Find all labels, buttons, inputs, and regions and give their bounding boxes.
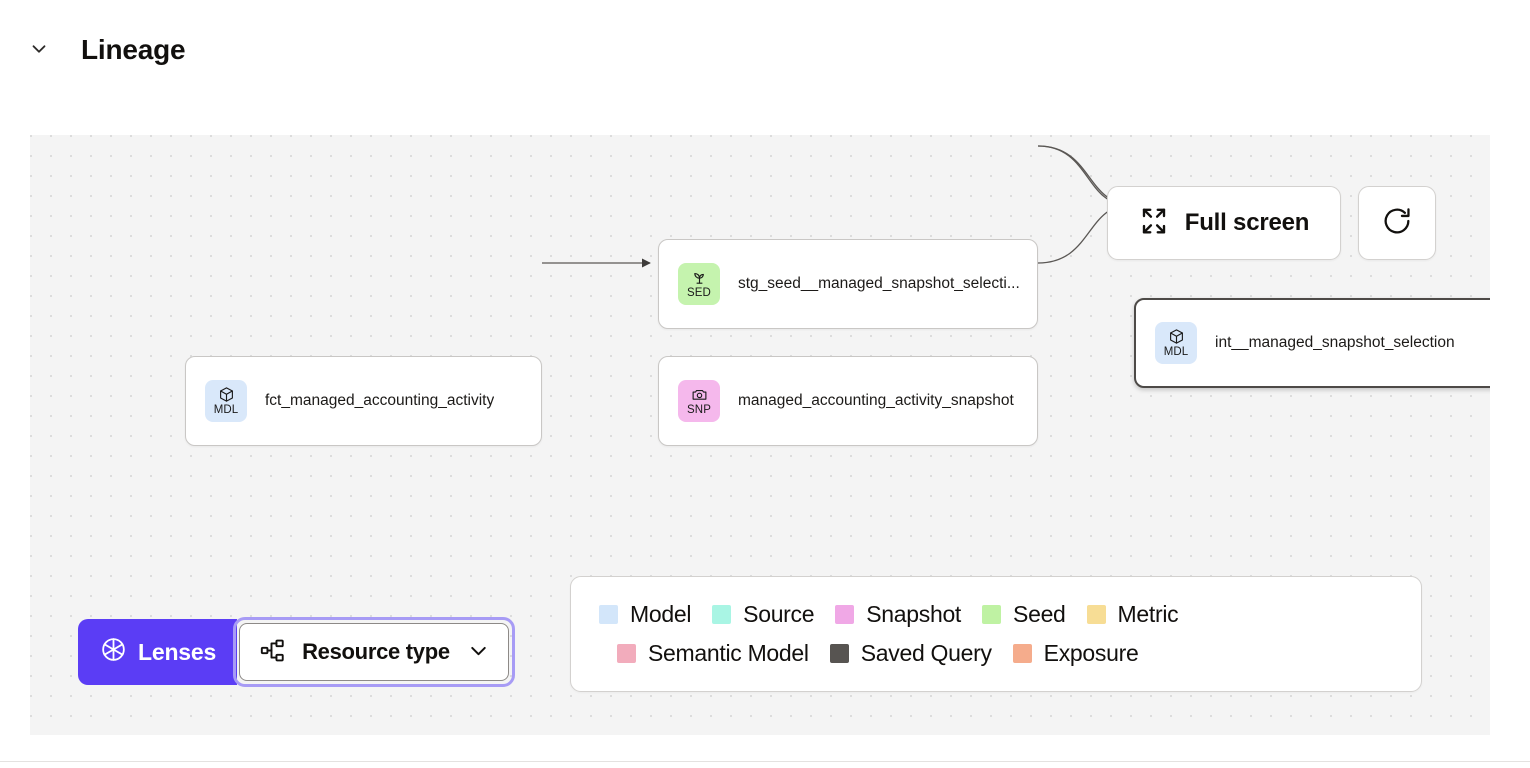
node-label: int__managed_snapshot_selection [1215, 334, 1455, 351]
page-bottom-divider [0, 761, 1530, 762]
chevron-down-icon[interactable] [26, 36, 52, 62]
lenses-label: Lenses [138, 638, 217, 665]
legend-row-1: Model Source Snapshot Seed Metric [571, 595, 1421, 634]
resource-type-label: Resource type [302, 639, 450, 664]
node-label: fct_managed_accounting_activity [265, 392, 495, 409]
legend-swatch-seed [982, 605, 1002, 624]
legend-label: Metric [1117, 601, 1179, 627]
legend-item-semantic-model: Semantic Model [617, 640, 809, 667]
node-label: managed_accounting_activity_snapshot [738, 392, 1014, 409]
canvas-controls: Full screen [1107, 186, 1436, 260]
cube-icon [218, 386, 235, 403]
lineage-canvas[interactable]: Full screen [30, 135, 1490, 735]
lineage-node-managed-accounting-activity-snapshot[interactable]: SNP managed_accounting_activity_snapshot [658, 356, 1038, 446]
legend-row-2: Semantic Model Saved Query Exposure [571, 634, 1421, 673]
cube-icon [1168, 328, 1185, 345]
legend-item-metric: Metric [1086, 601, 1179, 628]
full-screen-button[interactable]: Full screen [1107, 186, 1341, 260]
node-type-badge: MDL [205, 380, 247, 422]
legend-item-seed: Seed [982, 601, 1066, 628]
node-type-badge: MDL [1155, 322, 1197, 364]
legend-item-saved-query: Saved Query [829, 640, 992, 667]
aperture-icon [100, 636, 127, 669]
expand-arrows-icon [1139, 206, 1169, 241]
legend-label: Semantic Model [648, 640, 809, 666]
legend-label: Saved Query [860, 640, 992, 666]
legend-swatch-exposure [1012, 644, 1032, 663]
legend-label: Model [630, 601, 692, 627]
node-type-badge: SED [678, 263, 720, 305]
resource-type-focus-ring: Resource type [233, 617, 515, 687]
legend-label: Seed [1013, 601, 1066, 627]
refresh-button[interactable] [1358, 186, 1436, 260]
lenses-button[interactable]: Lenses [78, 619, 238, 685]
legend-item-snapshot: Snapshot [835, 601, 961, 628]
lineage-node-stg-seed-managed-snapshot-selection[interactable]: SED stg_seed__managed_snapshot_selecti..… [658, 239, 1038, 329]
node-label: stg_seed__managed_snapshot_selecti... [738, 275, 1020, 292]
legend-label: Source [743, 601, 815, 627]
hierarchy-icon [259, 637, 286, 667]
full-screen-label: Full screen [1184, 209, 1310, 236]
legend-item-source: Source [712, 601, 815, 628]
legend-swatch-saved-query [829, 644, 849, 663]
node-type-code: MDL [1163, 345, 1189, 358]
node-type-badge: SNP [678, 380, 720, 422]
legend-swatch-semantic-model [617, 644, 636, 663]
lineage-node-fct-managed-accounting-activity[interactable]: MDL fct_managed_accounting_activity [185, 356, 542, 446]
legend-swatch-model [599, 605, 618, 624]
legend-item-model: Model [599, 601, 691, 628]
node-type-code: SED [687, 286, 711, 299]
legend-swatch-snapshot [835, 605, 855, 624]
legend-swatch-metric [1086, 605, 1106, 624]
lineage-node-int-managed-snapshot-selection[interactable]: MDL int__managed_snapshot_selection [1134, 298, 1490, 388]
lineage-section-header: Lineage [0, 0, 1530, 100]
legend-swatch-source [712, 605, 732, 624]
node-type-code: MDL [213, 403, 239, 416]
resource-type-dropdown[interactable]: Resource type [239, 623, 509, 681]
legend-label: Snapshot [866, 601, 962, 627]
page-title: Lineage [81, 34, 186, 65]
legend-label: Exposure [1043, 640, 1139, 666]
chevron-down-icon [466, 638, 491, 666]
camera-icon [691, 386, 708, 403]
refresh-icon [1381, 205, 1413, 242]
sprout-icon [691, 269, 708, 286]
lineage-toolbar: Lenses Resource type [78, 617, 515, 687]
lineage-legend: Model Source Snapshot Seed Metric [570, 576, 1422, 692]
legend-item-exposure: Exposure [1012, 640, 1139, 667]
node-type-code: SNP [687, 403, 711, 416]
